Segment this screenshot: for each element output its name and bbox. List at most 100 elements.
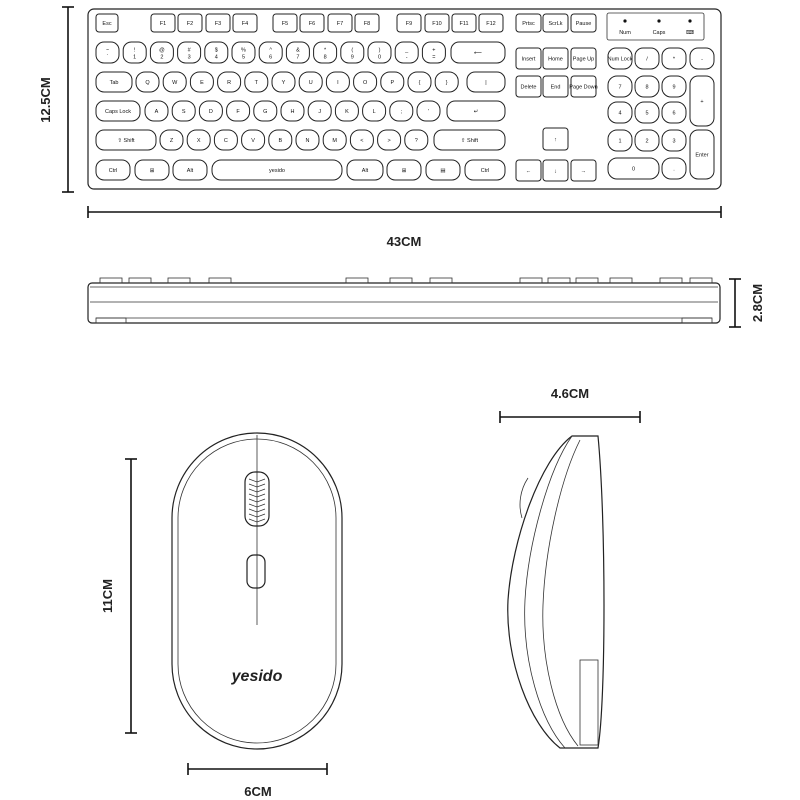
keyboard-key: Caps Lock <box>95 100 141 122</box>
key-label: X <box>197 138 201 144</box>
key-label: F10 <box>432 21 441 27</box>
keyboard-key: | <box>466 71 506 93</box>
keyboard-key: C <box>213 129 238 151</box>
key-label: > <box>387 138 390 144</box>
key-label: F2 <box>187 21 193 27</box>
mouse-height-dimension: 4.6CM <box>499 386 641 423</box>
keyboard-key: (9 <box>340 41 365 64</box>
keyboard-key: < <box>349 129 374 151</box>
key-label: Q <box>145 80 150 86</box>
keyboard-key: Alt <box>346 159 384 181</box>
keyboard-key: ; <box>389 100 414 122</box>
scroll-wheel-ridge <box>248 498 266 503</box>
key-cap-profile <box>429 277 453 284</box>
keyboard-key: ⇧ Shift <box>433 129 506 151</box>
key-label: 1 <box>618 139 621 145</box>
key-cap-profile <box>128 277 152 284</box>
key-sub-label: 3 <box>188 55 191 61</box>
keyboard-key: Delete <box>515 75 542 98</box>
mouse-width-dimension: 6CM <box>187 763 328 799</box>
keyboard-key: N <box>295 129 320 151</box>
keyboard-key: E <box>189 71 214 93</box>
key-label: L <box>373 109 376 115</box>
keyboard-key: J <box>307 100 332 122</box>
keyboard-key: F2 <box>177 13 203 33</box>
key-cap-profile <box>389 277 413 284</box>
keyboard-thickness-dimension: 2.8CM <box>729 278 765 328</box>
indicator-num-label: Num <box>619 30 631 36</box>
keyboard-key: yesido <box>211 159 343 181</box>
keyboard-key: += <box>421 41 446 64</box>
keyboard-key: 7 <box>607 75 633 98</box>
keyboard-key: *8 <box>313 41 338 64</box>
key-label: F11 <box>459 21 468 27</box>
keyboard-key: ⊞ <box>386 159 422 181</box>
keyboard-key: B <box>268 129 293 151</box>
key-label: Insert <box>522 57 536 63</box>
key-label: ↑ <box>554 137 557 143</box>
keyboard-key: P <box>380 71 405 93</box>
keyboard-key: V <box>241 129 266 151</box>
key-label: Delete <box>521 85 537 91</box>
keyboard-key: F9 <box>396 13 422 33</box>
keyboard-key: ⇧ Shift <box>95 129 157 151</box>
key-label: ^ <box>269 48 272 54</box>
key-label: A <box>155 109 159 115</box>
key-label: * <box>324 48 327 54</box>
keyboard-key: F7 <box>327 13 353 33</box>
keyboard-key: $4 <box>204 41 229 64</box>
mouse-length-dimension: 11CM <box>100 458 137 734</box>
keyboard-key: ⟵ <box>450 41 506 64</box>
keyboard-key: O <box>353 71 378 93</box>
key-cap-profile <box>345 277 369 284</box>
keyboard-key: #3 <box>177 41 202 64</box>
keyboard-key: Enter <box>689 129 715 180</box>
key-label: ▤ <box>440 168 446 174</box>
keyboard-key: I <box>325 71 350 93</box>
key-sub-label: 0 <box>378 55 381 61</box>
keyboard-key: 6 <box>661 101 687 124</box>
keyboard-key: ↓ <box>542 159 569 182</box>
key-label: Alt <box>187 168 194 174</box>
keyboard-key: ~` <box>95 41 120 64</box>
key-sub-label: 6 <box>269 55 272 61</box>
key-label: S <box>182 109 186 115</box>
mouse-width-label: 6CM <box>244 784 271 799</box>
keyboard-key: A <box>144 100 169 122</box>
key-label: @ <box>159 48 165 54</box>
key-label: % <box>241 48 246 54</box>
keyboard-key: Alt <box>172 159 208 181</box>
keyboard-key: ' <box>416 100 441 122</box>
key-label: { <box>419 80 421 86</box>
scroll-wheel-ridge <box>248 478 266 483</box>
mouse-length-label: 11CM <box>100 579 115 613</box>
keyboard-key: 4 <box>607 101 633 124</box>
mouse-side-outline <box>507 435 605 749</box>
keyboard-key: { <box>407 71 432 93</box>
indicator-keyboard-icon: ⌨ <box>686 29 695 36</box>
keyboard-key: 2 <box>634 129 660 152</box>
key-label: Ctrl <box>481 168 490 174</box>
key-label: ↵ <box>474 109 479 115</box>
key-label: 9 <box>672 85 675 91</box>
keyboard-key: L <box>362 100 387 122</box>
key-sub-label: 2 <box>160 55 163 61</box>
keyboard-key: } <box>434 71 459 93</box>
keyboard-key: F4 <box>232 13 258 33</box>
key-label: P <box>390 80 394 86</box>
keyboard-key: ↑ <box>542 127 569 151</box>
key-label: F3 <box>215 21 221 27</box>
keyboard-key: ▤ <box>425 159 461 181</box>
key-label: ↓ <box>554 169 557 175</box>
key-cap-profile <box>167 277 191 284</box>
keyboard-key: H <box>280 100 305 122</box>
key-label: G <box>263 109 267 115</box>
key-label: ? <box>415 138 418 144</box>
key-label: D <box>209 109 213 115</box>
key-label: ) <box>379 48 381 54</box>
keyboard-key: F <box>226 100 251 122</box>
key-label: H <box>291 109 295 115</box>
key-label: * <box>673 57 676 63</box>
key-label: ⇧ Shift <box>461 137 479 144</box>
